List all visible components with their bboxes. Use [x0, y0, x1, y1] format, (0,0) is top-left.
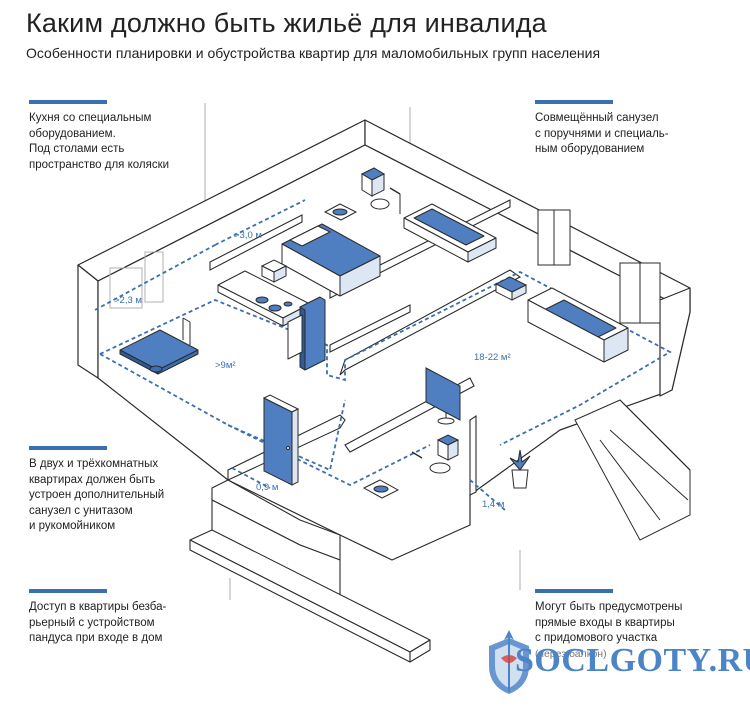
callout-kitchen: Кухня со специальным оборудованием. Под …	[29, 100, 169, 173]
callout-bathroom: Совмещённый санузел с поручнями и специа…	[535, 100, 669, 158]
callout-bathroom-line: ным оборудованием	[535, 143, 645, 155]
dim-passage-width: 1,4 м	[482, 499, 504, 510]
callout-direct-entry-note: (через балкон)	[535, 647, 607, 660]
callout-accent-bar	[535, 100, 613, 104]
callout-ramp-line: Доступ в квартиры безба-	[29, 601, 167, 613]
dim-door-width: 0,9 м	[256, 482, 278, 493]
callout-direct-entry-line: Могут быть предусмотрены	[535, 601, 683, 613]
dim-ceiling-left: >2,3 м	[114, 295, 142, 306]
callout-accent-bar	[29, 100, 107, 104]
callout-ramp-line: пандуса при входе в дом	[29, 632, 163, 644]
callout-extra-wc-line: устроен дополнительный	[29, 489, 165, 501]
callout-ramp: Доступ в квартиры безба- рьерный с устро…	[29, 589, 166, 647]
page-title: Каким должно быть жильё для инвалида	[26, 8, 547, 38]
callout-extra-wc-line: квартирах должен быть	[29, 473, 156, 486]
callout-kitchen-line: пространство для коляски	[29, 158, 170, 171]
callout-direct-entry: Могут быть предусмотрены прямые входы в …	[535, 589, 682, 662]
callout-bathroom-line: Совмещённый санузел	[535, 112, 659, 124]
callout-kitchen-line: Кухня со специальным	[29, 112, 152, 124]
callout-extra-wc-line: санузел с унитазом	[29, 504, 133, 517]
callout-bathroom-line: с поручнями и специаль-	[535, 127, 669, 140]
shield-icon	[489, 630, 529, 694]
callout-extra-wc-line: и рукомойником	[29, 520, 116, 532]
dim-kitchen-area: >9м²	[215, 360, 236, 371]
page-subtitle: Особенности планировки и обустройства кв…	[26, 45, 601, 61]
callout-direct-entry-line: прямые входы в квартиры	[535, 616, 675, 629]
callout-kitchen-line: оборудованием.	[29, 127, 116, 140]
callout-direct-entry-line: с придомового участка	[535, 632, 658, 644]
callout-extra-wc: В двух и трёхкомнатных квартирах должен …	[29, 446, 164, 535]
callout-kitchen-line: Под столами есть	[29, 143, 125, 155]
callout-accent-bar	[535, 589, 613, 593]
callout-accent-bar	[29, 589, 107, 593]
brand-logo	[489, 630, 529, 694]
callout-ramp-line: рьерный с устройством	[29, 616, 155, 629]
dim-room-area: 18-22 м²	[474, 352, 511, 363]
dim-ceiling-kitchen: >3,0 м	[234, 230, 262, 241]
callout-extra-wc-line: В двух и трёхкомнатных	[29, 458, 159, 470]
callout-accent-bar	[29, 446, 107, 450]
brand-site-name: SOCLGOTY.RU	[515, 642, 750, 679]
